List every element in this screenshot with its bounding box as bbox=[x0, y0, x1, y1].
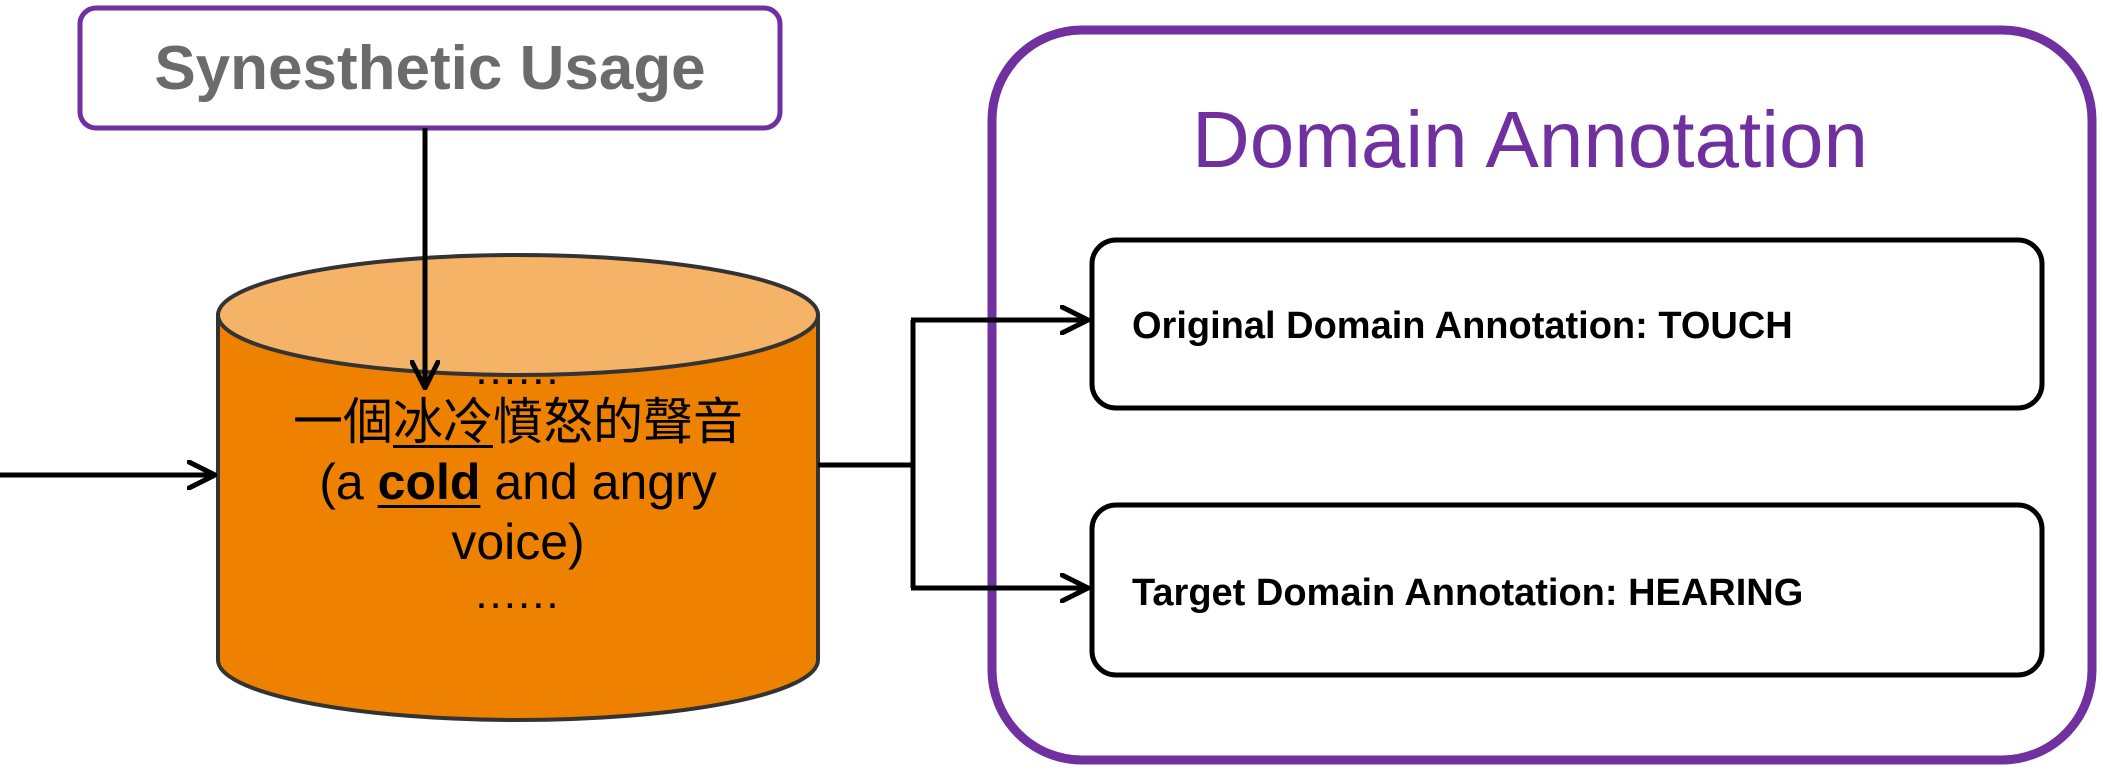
chinese-example-line: 一個冰冷憤怒的聲音 bbox=[218, 392, 818, 452]
database-example-text: ...... 一個冰冷憤怒的聲音 (a cold and angry voice… bbox=[218, 348, 818, 616]
ellipsis-top: ...... bbox=[475, 345, 561, 394]
target-domain-annotation-label: Target Domain Annotation: HEARING bbox=[1132, 571, 1804, 614]
english-open: (a bbox=[319, 454, 378, 510]
target-annotation-box bbox=[1089, 502, 2045, 678]
chinese-pre: 一個 bbox=[293, 393, 393, 451]
domain-annotation-title: Domain Annotation bbox=[1191, 95, 1868, 184]
database-cylinder bbox=[216, 253, 820, 722]
original-domain-annotation-label: Original Domain Annotation: TOUCH bbox=[1132, 304, 1793, 347]
english-rest: and angry bbox=[480, 454, 717, 510]
english-gloss-line-2: voice) bbox=[451, 514, 585, 570]
original-annotation-box bbox=[1089, 237, 2045, 411]
synesthetic-usage-box bbox=[77, 5, 783, 131]
cylinder-body bbox=[216, 313, 820, 722]
chinese-post: 憤怒的聲音 bbox=[493, 393, 743, 451]
ellipsis-bottom: ...... bbox=[475, 569, 561, 618]
english-synesthetic-word: cold bbox=[377, 454, 481, 510]
synesthetic-usage-label: Synesthetic Usage bbox=[154, 33, 706, 103]
cylinder-top bbox=[216, 253, 820, 377]
chinese-synesthetic-word: 冰冷 bbox=[393, 393, 493, 451]
english-gloss-line-1: (a cold and angry bbox=[218, 452, 818, 512]
connector-database-branch bbox=[818, 320, 916, 588]
